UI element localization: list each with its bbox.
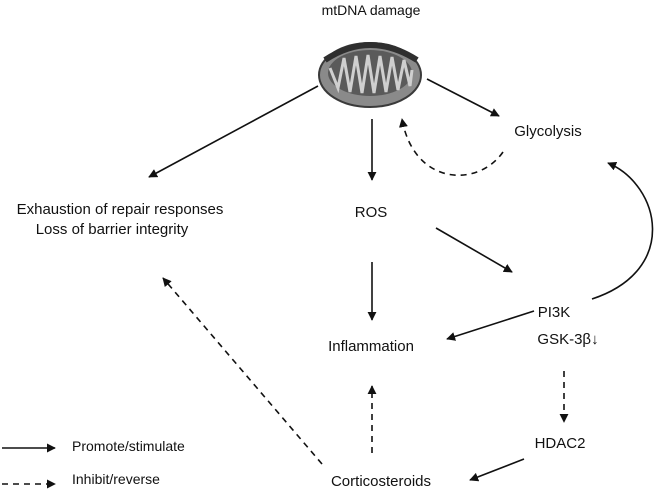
arrow-pi3k-to-glycolysis bbox=[591, 162, 654, 300]
arrow-mtdna-to-exhaustion bbox=[148, 85, 319, 178]
node-inflammation: Inflammation bbox=[328, 338, 414, 355]
mitochondrion-icon bbox=[318, 42, 422, 108]
node-exhaustion-line1: Exhaustion of repair responses bbox=[16, 201, 224, 218]
arrow-ros-to-pi3k bbox=[435, 227, 513, 273]
node-glycolysis: Glycolysis bbox=[514, 123, 582, 140]
arrow-corticosteroids-to-exhaustion bbox=[162, 277, 323, 465]
arrow-mtdna-to-glycolysis bbox=[426, 78, 500, 117]
node-pi3k: PI3K bbox=[537, 304, 571, 321]
node-ros: ROS bbox=[354, 204, 388, 221]
arrow-pi3k-to-inflammation bbox=[446, 310, 535, 341]
arrow-hdac2-to-corticosteroids bbox=[469, 458, 525, 482]
node-mtdna-damage: mtDNA damage bbox=[321, 2, 421, 18]
arrow-glycolysis-to-mtdna bbox=[399, 118, 504, 177]
legend-inhibit-label: Inhibit/reverse bbox=[72, 471, 160, 487]
node-hdac2: HDAC2 bbox=[534, 435, 586, 452]
legend-promote-label: Promote/stimulate bbox=[72, 438, 185, 454]
node-exhaustion-line2: Loss of barrier integrity bbox=[35, 221, 189, 238]
node-corticosteroids: Corticosteroids bbox=[330, 473, 432, 490]
node-gsk3b: GSK-3β↓ bbox=[537, 331, 599, 348]
